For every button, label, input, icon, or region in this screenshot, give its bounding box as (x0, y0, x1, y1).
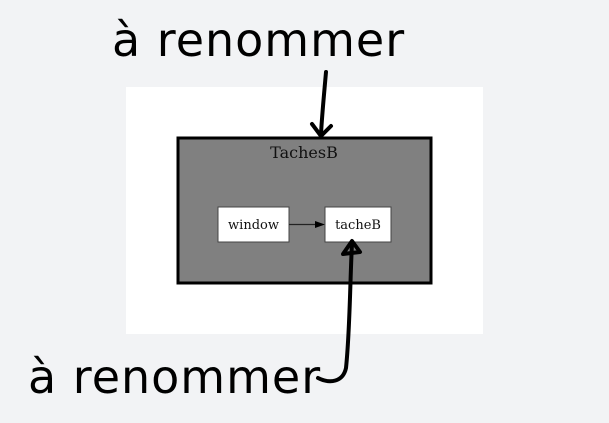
cluster-tachesb: TachesB (176, 136, 433, 285)
node-label: tacheB (335, 218, 381, 233)
node-label: window (228, 218, 279, 233)
cluster-label: TachesB (270, 143, 338, 162)
bottom-annotation: à renommer (28, 350, 321, 404)
node-tacheb[interactable]: tacheB (324, 206, 392, 243)
bottom-annotation-arrow-icon (316, 239, 362, 384)
arrowhead-icon (315, 221, 325, 228)
top-annotation-arrow-icon (310, 70, 333, 138)
edge-window-tacheb (289, 221, 325, 228)
node-window[interactable]: window (217, 206, 290, 243)
top-annotation: à renommer (112, 13, 405, 67)
